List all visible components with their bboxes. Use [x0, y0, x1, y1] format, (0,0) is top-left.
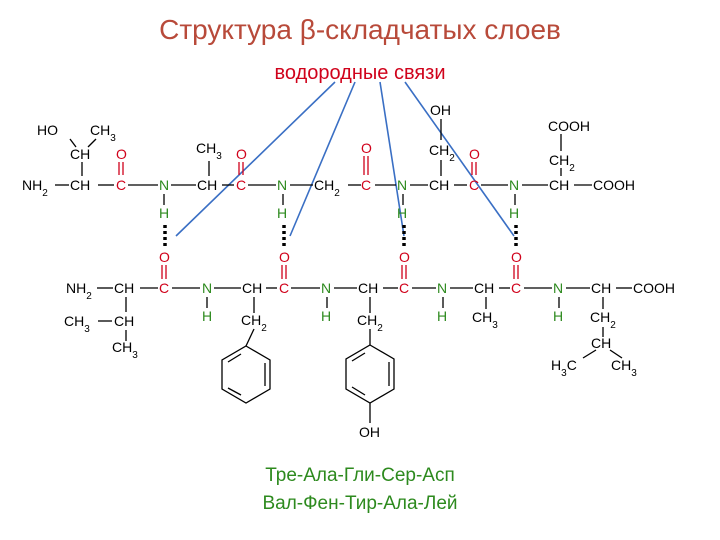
- atom-c: C: [116, 177, 126, 193]
- atom-o: O: [399, 249, 410, 265]
- pointer-line: [404, 81, 515, 237]
- atom-h3c: H3C: [551, 357, 577, 379]
- atom-cooh: COOH: [633, 280, 675, 296]
- atom-ch: CH: [242, 280, 262, 296]
- atom-ho: HO: [37, 122, 58, 138]
- atom-n: N: [321, 280, 331, 296]
- atom-n: N: [202, 280, 212, 296]
- atom-cooh: COOH: [593, 177, 635, 193]
- atom-ch2: CH2: [549, 152, 575, 174]
- atom-n: N: [277, 177, 287, 193]
- atom-ch3: CH3: [112, 339, 138, 361]
- phenyl-ring: [221, 345, 271, 404]
- atom-n: N: [509, 177, 519, 193]
- atom-o: O: [279, 249, 290, 265]
- atom-h: H: [202, 308, 212, 324]
- top-carbonyls: O C O C O C O C: [116, 140, 480, 193]
- atom-ch3: CH3: [472, 309, 498, 331]
- atom-ch: CH: [358, 280, 378, 296]
- sequence-bottom-strand: Вал-Фен-Тир-Ала-Лей: [262, 493, 458, 514]
- atom-ch: CH: [474, 280, 494, 296]
- top-amides: N H N H N H N H: [159, 177, 519, 221]
- atom-ch: CH: [429, 177, 449, 193]
- atom-h: H: [321, 308, 331, 324]
- atom-ch3: CH3: [611, 357, 637, 379]
- atom-ch: CH: [114, 280, 134, 296]
- atom-c: C: [399, 280, 409, 296]
- atom-o: O: [159, 249, 170, 265]
- atom-ch3: CH3: [64, 313, 90, 335]
- phenol-ring: [345, 344, 395, 404]
- atom-o: O: [361, 140, 372, 156]
- atom-n: N: [159, 177, 169, 193]
- atom-oh: OH: [359, 424, 380, 440]
- atom-h: H: [437, 308, 447, 324]
- pointer-line: [379, 81, 405, 237]
- bottom-carbonyl-bonds: [161, 265, 519, 279]
- diagram-title: Структура β-складчатых слоев: [159, 14, 561, 45]
- atom-ch: CH: [549, 177, 569, 193]
- atom-ch: CH: [591, 280, 611, 296]
- atom-c: C: [361, 177, 371, 193]
- atom-ch: CH: [591, 335, 611, 351]
- atom-n: N: [553, 280, 563, 296]
- atom-c: C: [469, 177, 479, 193]
- atom-oh: OH: [430, 102, 451, 118]
- atom-ch: CH: [197, 177, 217, 193]
- atom-nh2: NH2: [22, 177, 48, 199]
- atom-o: O: [511, 249, 522, 265]
- atom-nh2: NH2: [66, 280, 92, 302]
- atom-ch: CH: [70, 146, 90, 162]
- atom-o: O: [236, 146, 247, 162]
- hbond-pointers: [175, 81, 515, 237]
- bottom-carbonyls: O C O C O C O C: [159, 249, 522, 296]
- bottom-amides: N H N H N H N H: [202, 280, 563, 324]
- bottom-chain-bonds: [97, 287, 632, 423]
- atom-n: N: [437, 280, 447, 296]
- atom-cooh: COOH: [548, 118, 590, 134]
- hydrogen-bonds: [163, 225, 518, 248]
- atom-ch3: CH3: [196, 140, 222, 162]
- pointer-line: [289, 81, 356, 237]
- atom-ch2: CH2: [429, 142, 455, 164]
- atom-ch: CH: [114, 313, 134, 329]
- atom-h: H: [509, 205, 519, 221]
- atom-h: H: [277, 205, 287, 221]
- atom-ch: CH: [70, 177, 90, 193]
- atom-c: C: [279, 280, 289, 296]
- atom-c: C: [159, 280, 169, 296]
- top-chain-bonds: [55, 119, 592, 205]
- top-carbonyl-bonds: [118, 156, 477, 175]
- hydrogen-bonds-label: водородные связи: [274, 62, 446, 84]
- atom-h: H: [553, 308, 563, 324]
- top-chain-atoms: HO CH3 CH NH2 CH CH3 CH CH2 OH CH2 CH CO…: [22, 102, 635, 199]
- atom-o: O: [116, 146, 127, 162]
- atom-o: O: [469, 146, 480, 162]
- sequence-top-strand: Тре-Ала-Гли-Сер-Асп: [265, 465, 455, 486]
- atom-c: C: [236, 177, 246, 193]
- pointer-line: [175, 81, 336, 237]
- bottom-chain-atoms: NH2 CH CH3 CH CH3 CH CH2 CH CH2 OH CH CH…: [64, 280, 675, 440]
- atom-n: N: [397, 177, 407, 193]
- atom-c: C: [511, 280, 521, 296]
- atom-h: H: [159, 205, 169, 221]
- atom-ch2: CH2: [314, 177, 340, 199]
- atom-h: H: [397, 205, 407, 221]
